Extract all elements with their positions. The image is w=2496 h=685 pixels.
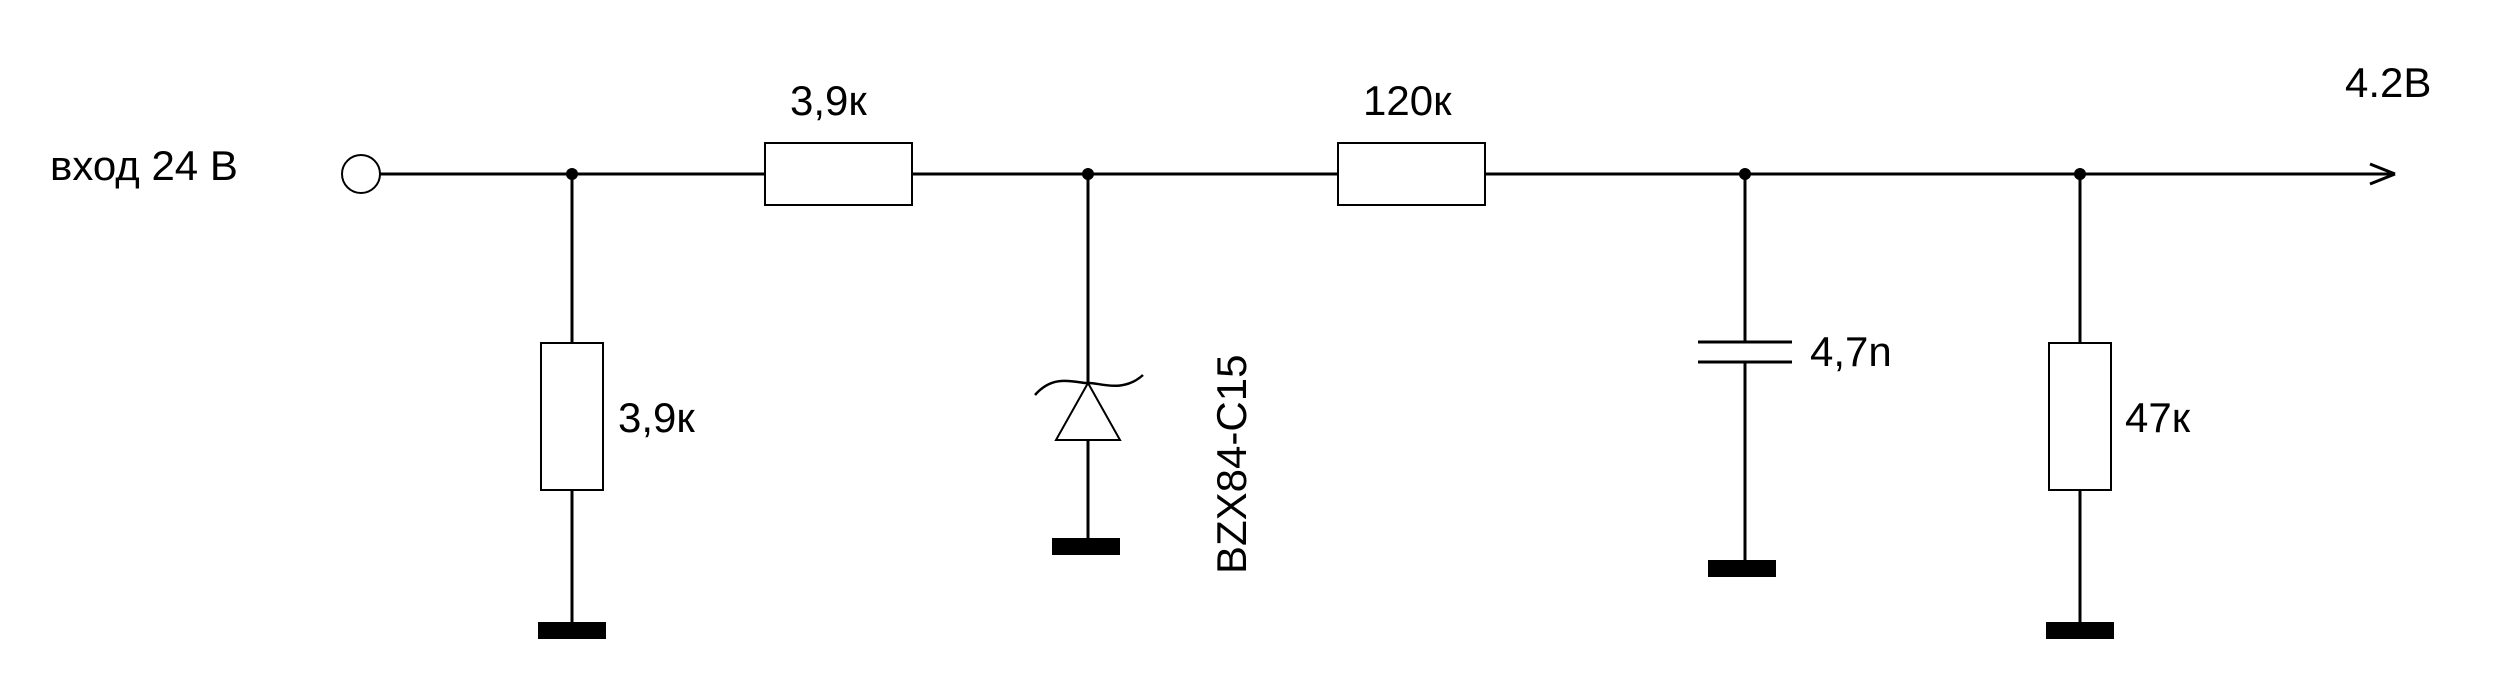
load-resistor-label: 47к xyxy=(2125,394,2191,441)
shunt-resistor-label: 3,9к xyxy=(618,394,695,441)
ground-symbol-4 xyxy=(2046,622,2114,639)
series-resistor-1-label: 3,9к xyxy=(790,77,867,124)
shunt-resistor xyxy=(540,342,604,491)
load-resistor xyxy=(2048,342,2112,491)
input-terminal xyxy=(341,154,381,194)
output-label: 4.2В xyxy=(2345,59,2431,106)
output-arrow xyxy=(2369,162,2396,186)
ground-symbol-3 xyxy=(1708,560,1776,577)
zener-diode-bar xyxy=(1034,374,1144,396)
capacitor-label: 4,7n xyxy=(1810,328,1892,375)
series-resistor-1 xyxy=(764,142,913,206)
zener-diode-label: BZX84-C15 xyxy=(1208,355,1255,574)
ground-symbol-2 xyxy=(1052,538,1120,555)
series-resistor-2-label: 120к xyxy=(1363,77,1452,124)
ground-symbol-1 xyxy=(538,622,606,639)
series-resistor-2 xyxy=(1337,142,1486,206)
zener-diode-body xyxy=(1054,380,1122,441)
input-label: вход 24 В xyxy=(50,142,238,189)
